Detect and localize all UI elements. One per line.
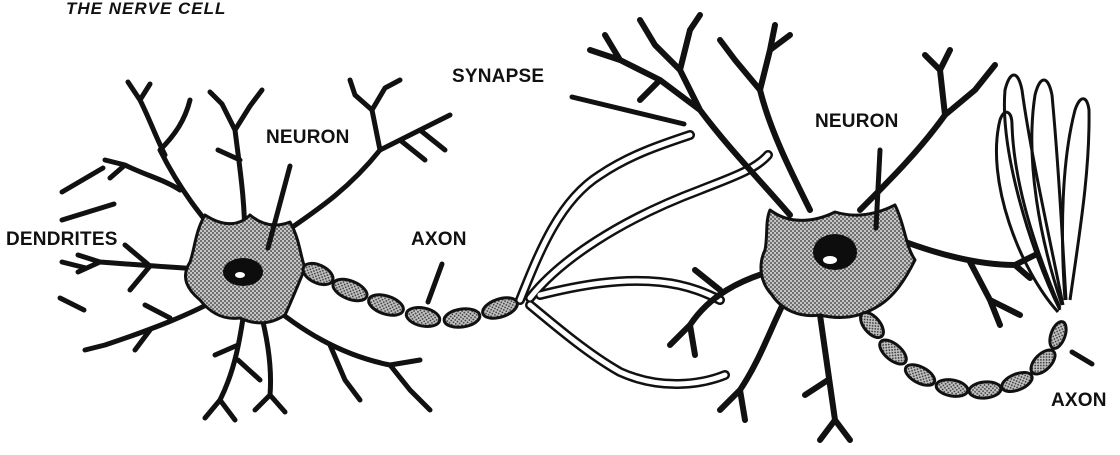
label-synapse: SYNAPSE	[452, 66, 544, 88]
label-dendrites: DENDRITES	[6, 229, 118, 251]
right-nucleus	[813, 234, 857, 270]
label-axon-middle: AXON	[411, 229, 467, 251]
dendrites-leader-1	[62, 168, 103, 192]
label-neuron-left: NEURON	[266, 127, 350, 149]
axon-terminals	[520, 135, 768, 384]
left-neuron	[78, 80, 450, 420]
right-neuron	[590, 15, 1035, 440]
label-neuron-right: NEURON	[815, 111, 899, 133]
synapse-leader	[572, 97, 684, 124]
dendrites-leader-4	[60, 298, 84, 310]
right-axon	[856, 308, 1069, 399]
dendrites-leader-2	[62, 204, 114, 220]
diagram-title: THE NERVE CELL	[66, 0, 226, 19]
left-nucleus	[223, 258, 263, 286]
axon-middle-leader	[428, 264, 442, 302]
label-axon-right: AXON	[1051, 390, 1107, 412]
dendrites-leader-3	[62, 262, 86, 268]
right-axon-terminals	[996, 75, 1089, 312]
middle-axon	[300, 259, 520, 329]
axon-right-leader	[1072, 352, 1092, 364]
